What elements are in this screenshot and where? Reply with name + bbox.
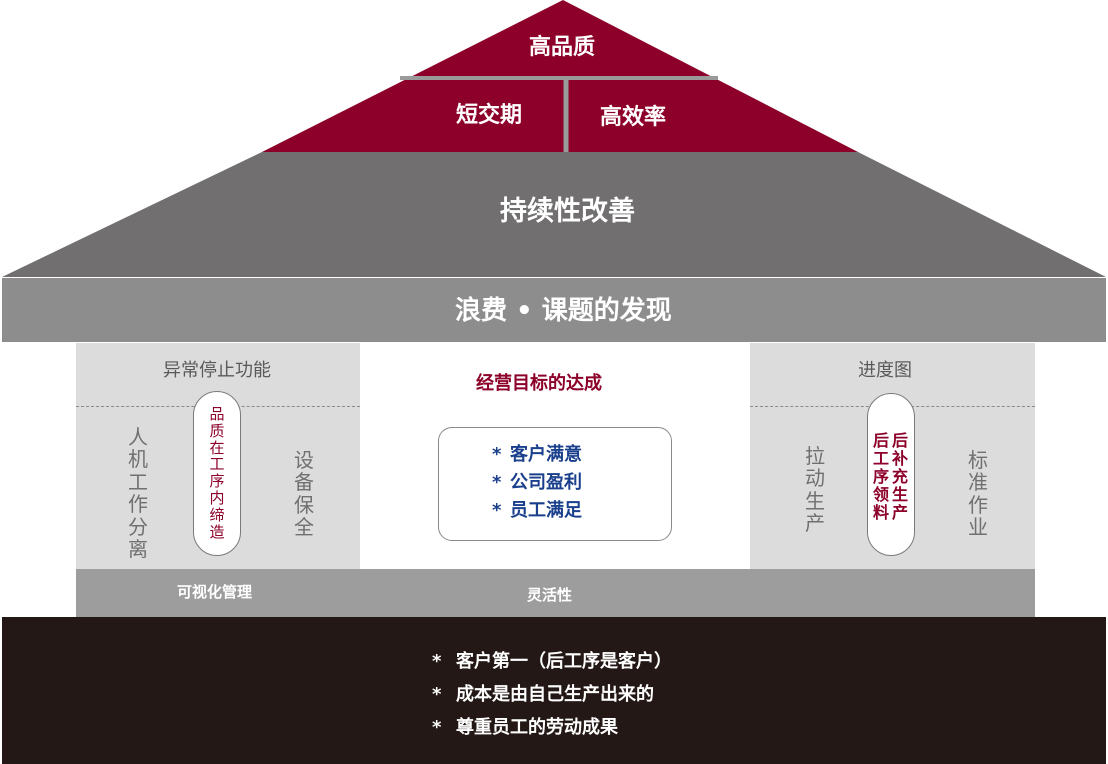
goal-item: *客户满意 <box>492 444 582 465</box>
foundation-block <box>2 617 1106 764</box>
roof-left-label: 短交期 <box>456 103 523 128</box>
foundation-list: *客户第一（后工序是客户） *成本是由自己生产出来的 *尊重员工的劳动成果 <box>432 650 672 749</box>
band-label: 浪费 • 课题的发现 <box>455 296 672 326</box>
left-pillar-capsule <box>193 391 241 556</box>
goals-list: *客户满意 *公司盈利 *员工满足 <box>492 444 582 528</box>
floor-left-label: 可视化管理 <box>177 583 253 601</box>
star-bullet: * <box>432 651 442 672</box>
foundation-item: *客户第一（后工序是客户） <box>432 651 672 672</box>
star-bullet: * <box>492 444 502 465</box>
foundation-item: *尊重员工的劳动成果 <box>432 717 618 738</box>
floor-center-label: 灵活性 <box>527 586 573 604</box>
roof-improvement-section <box>2 152 1106 277</box>
star-bullet: * <box>492 500 502 521</box>
right-pillar-col2: 标 准 作 业 <box>968 448 988 540</box>
center-title: 经营目标的达成 <box>476 373 602 394</box>
roof-improvement-label: 持续性改善 <box>500 196 635 227</box>
roof-peak-label: 高品质 <box>529 35 596 60</box>
right-pillar-col1: 拉 动 生 产 <box>805 444 825 536</box>
right-capsule-text-b: 后 补 充 生 产 <box>892 431 909 522</box>
foundation-item: *成本是由自己生产出来的 <box>432 684 654 705</box>
left-capsule-text: 品 质 在 工 序 内 缔 造 <box>209 405 225 541</box>
waste-discovery-band <box>2 278 1106 342</box>
right-pillar-capsule <box>867 393 915 556</box>
left-pillar-col1: 人 机 工 作 分 离 <box>128 425 148 561</box>
roof-right-label: 高效率 <box>600 105 667 130</box>
star-bullet: * <box>432 717 442 738</box>
goal-item: *公司盈利 <box>492 472 582 493</box>
goals-box <box>438 427 672 541</box>
goal-item: *员工满足 <box>492 500 582 521</box>
left-pillar-col2: 设 备 保 全 <box>294 448 314 540</box>
star-bullet: * <box>432 684 442 705</box>
right-capsule-text-a: 后 工 序 领 料 <box>873 431 890 522</box>
right-pillar-title: 进度图 <box>858 360 912 381</box>
floor-band <box>76 569 1035 617</box>
left-pillar-title: 异常停止功能 <box>163 360 271 381</box>
star-bullet: * <box>492 472 502 493</box>
